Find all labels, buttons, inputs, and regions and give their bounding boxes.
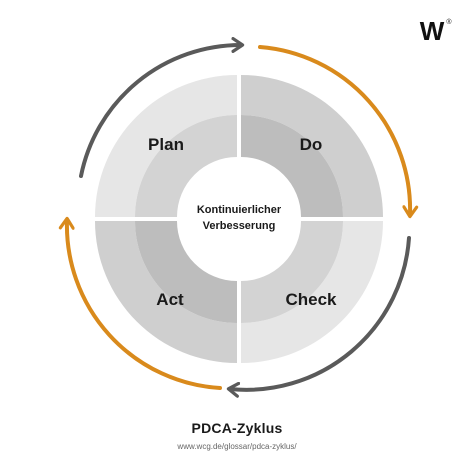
label-act: Act (156, 290, 184, 309)
brand-logo: W ® (420, 16, 453, 46)
label-check: Check (285, 290, 337, 309)
label-do: Do (300, 135, 323, 154)
label-plan: Plan (148, 135, 184, 154)
center-label-line1: Kontinuierlicher (197, 204, 282, 216)
bottom-left-arrow (58, 216, 222, 390)
quadrant-act (95, 221, 237, 363)
center-label-line2: Verbesserung (203, 220, 276, 232)
quadrant-plan (95, 75, 237, 217)
center-circle (181, 161, 297, 277)
caption-url: www.wcg.de/glossar/pdca-zyklus/ (177, 442, 297, 451)
registered-mark: ® (446, 18, 452, 26)
caption-title: PDCA-Zyklus (191, 420, 283, 436)
top-left-arrow (79, 36, 245, 178)
bottom-right-arrow (226, 236, 411, 398)
logo-text: W (420, 16, 445, 46)
top-right-arrow (258, 45, 419, 219)
quadrant-do (241, 75, 383, 217)
quadrant-check (241, 221, 383, 363)
